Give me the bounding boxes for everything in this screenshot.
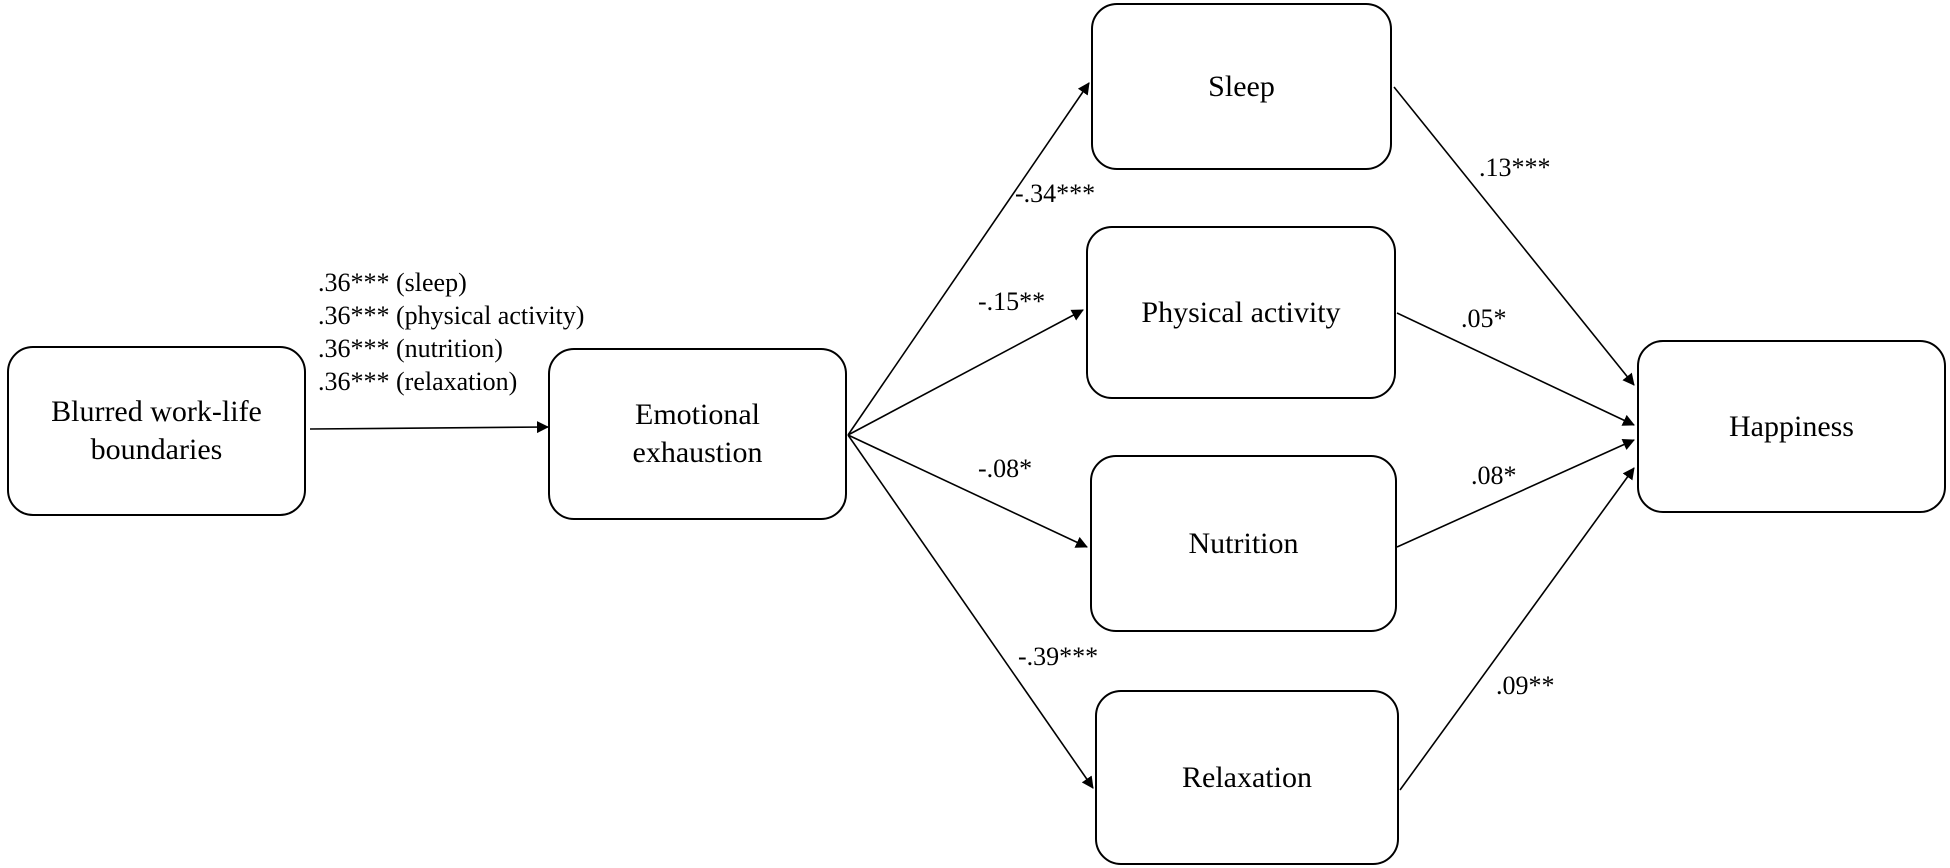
label-exhaustion-to-nutrition: -.08* [978, 454, 1033, 483]
arrow-physical-to-happiness [1396, 312, 1635, 426]
label-exhaustion-to-physical: -.15** [978, 287, 1046, 316]
label-blurred-relaxation: .36*** (relaxation) [318, 367, 518, 396]
node-blurred-label: Blurred work-life boundaries [51, 395, 262, 466]
node-emotional-exhaustion: Emotional exhaustion [548, 348, 847, 520]
arrow-nutrition-to-happiness [1396, 439, 1635, 548]
node-nutrition: Nutrition [1090, 455, 1397, 632]
label-blurred-physical: .36*** (physical activity) [318, 301, 585, 330]
node-sleep-label: Sleep [1208, 69, 1275, 103]
arrow-exhaustion-to-physical [847, 309, 1084, 436]
arrow-exhaustion-to-relaxation [847, 434, 1094, 789]
node-sleep: Sleep [1091, 3, 1392, 170]
node-happiness: Happiness [1637, 340, 1946, 513]
arrow-exhaustion-to-sleep [847, 82, 1090, 436]
node-happiness-label: Happiness [1729, 409, 1854, 443]
label-exhaustion-to-relaxation: -.39*** [1018, 642, 1099, 671]
arrow-blurred-to-exhaustion [309, 421, 549, 434]
node-relaxation-label: Relaxation [1182, 760, 1312, 794]
label-physical-to-happiness: .05* [1461, 304, 1507, 333]
node-blurred-work-life-boundaries: Blurred work-life boundaries [7, 346, 306, 516]
node-physical-activity: Physical activity [1086, 226, 1396, 399]
arrow-relaxation-to-happiness [1399, 467, 1635, 791]
node-relaxation: Relaxation [1095, 690, 1399, 865]
label-blurred-to-exhaustion: .36*** (sleep) .36*** (physical activity… [318, 266, 584, 398]
label-blurred-nutrition: .36*** (nutrition) [318, 334, 503, 363]
label-sleep-to-happiness: .13*** [1479, 153, 1551, 182]
arrow-sleep-to-happiness [1393, 86, 1635, 386]
arrow-exhaustion-to-nutrition [847, 434, 1088, 548]
label-blurred-sleep: .36*** (sleep) [318, 268, 467, 297]
label-exhaustion-to-sleep: -.34*** [1015, 179, 1096, 208]
node-nutrition-label: Nutrition [1188, 526, 1299, 560]
label-nutrition-to-happiness: .08* [1471, 461, 1517, 490]
node-exhaustion-label: Emotional exhaustion [632, 398, 763, 469]
node-physical-label: Physical activity [1141, 295, 1341, 329]
label-relaxation-to-happiness: .09** [1496, 671, 1555, 700]
